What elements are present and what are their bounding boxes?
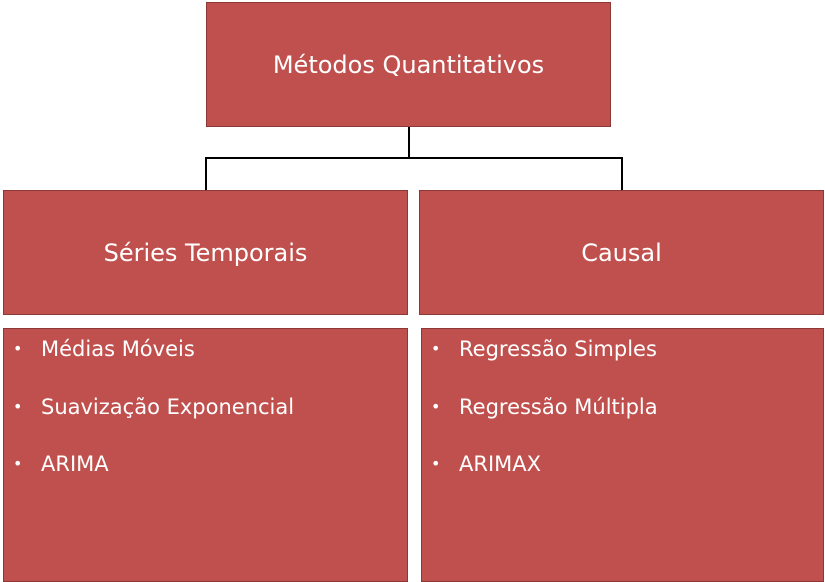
branch-node-series-temporais: Séries Temporais xyxy=(3,190,408,315)
bullet-icon: • xyxy=(431,454,441,473)
method-list-series-temporais: • Médias Móveis • Suavização Exponencial •… xyxy=(3,328,408,582)
list-item: • ARIMAX xyxy=(422,452,823,510)
bullet-icon: • xyxy=(431,396,441,416)
root-label: Métodos Quantitativos xyxy=(272,50,545,79)
list-item-label: ARIMA xyxy=(41,452,109,476)
list-item: • Regressão Simples xyxy=(422,337,823,395)
bullet-icon: • xyxy=(13,454,23,473)
list-item-label: ARIMAX xyxy=(459,452,542,476)
list-item-label: Regressão Simples xyxy=(459,337,657,361)
bullet-icon: • xyxy=(13,339,23,358)
branch-label: Séries Temporais xyxy=(103,238,308,267)
list-item: • Médias Móveis xyxy=(4,337,407,395)
list-item-label: Suavização Exponencial xyxy=(41,394,295,419)
root-node: Métodos Quantitativos xyxy=(206,2,611,127)
bullet-icon: • xyxy=(431,339,441,358)
list-item: • Regressão Múltipla xyxy=(422,395,823,453)
list-item-label: Médias Móveis xyxy=(41,337,195,361)
list-item-label: Regressão Múltipla xyxy=(459,394,658,419)
list-item: • Suavização Exponencial xyxy=(4,395,407,453)
connector-right xyxy=(409,157,623,190)
list-item: • ARIMA xyxy=(4,452,407,510)
branch-label: Causal xyxy=(581,238,662,267)
branch-node-causal: Causal xyxy=(419,190,824,315)
bullet-icon: • xyxy=(13,396,23,416)
method-list-causal: • Regressão Simples • Regressão Múltipla •… xyxy=(421,328,824,582)
connector-left xyxy=(205,127,410,190)
